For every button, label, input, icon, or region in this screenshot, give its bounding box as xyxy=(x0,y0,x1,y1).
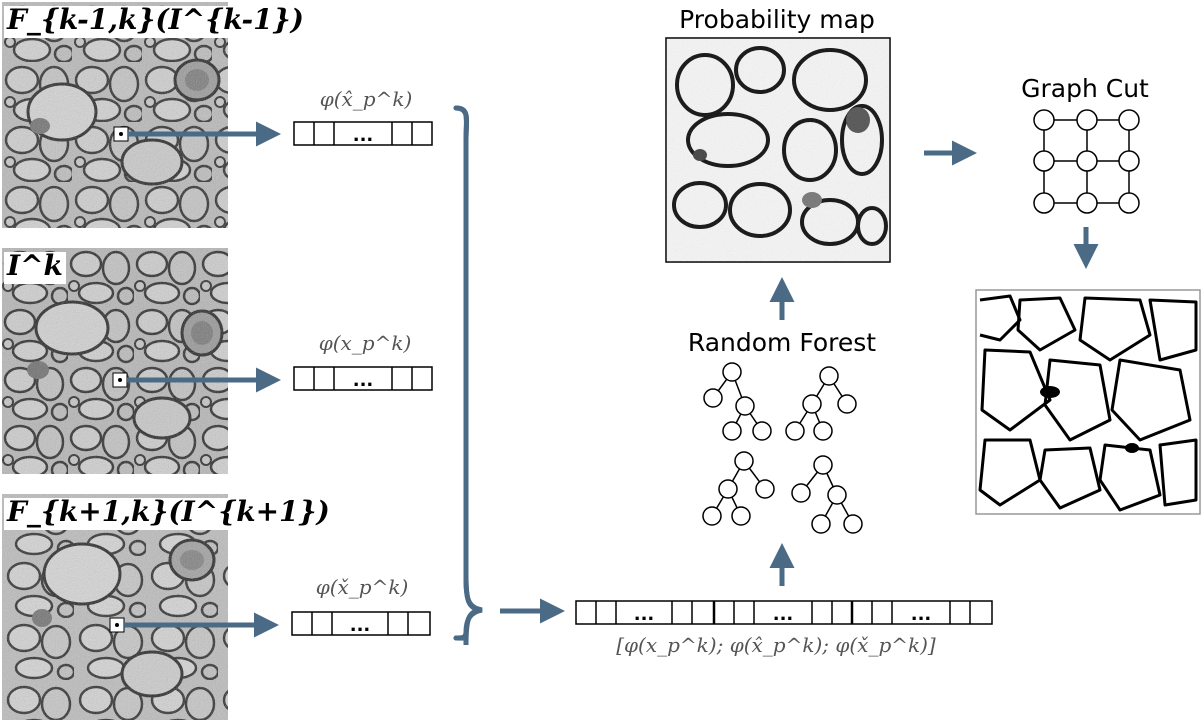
concat-label: [φ(x_p^k); φ(x̂_p^k); φ(x̌_p^k)] xyxy=(616,633,936,657)
brace-outline xyxy=(453,105,483,641)
feature-vector-current: ... xyxy=(293,366,433,391)
em-image-next xyxy=(2,494,228,720)
em-image-prev xyxy=(2,2,228,228)
ellipsis-current: ... xyxy=(353,370,374,391)
feature-label-next: φ(x̌_p^k) xyxy=(316,575,409,599)
ellipsis-next: ... xyxy=(350,615,371,636)
concat-ellipsis-2: ... xyxy=(773,604,794,625)
probability-map-image xyxy=(665,37,891,263)
prev-frame-text: F_{k-1,k}(I^{k-1}) xyxy=(7,3,304,36)
label-current-frame: I^k xyxy=(4,252,66,284)
pixel-dot-next xyxy=(115,623,119,627)
random-forest-trees xyxy=(702,362,863,534)
current-frame-text: I^k xyxy=(7,249,63,282)
label-prev-frame: F_{k-1,k}(I^{k-1}) xyxy=(4,6,307,38)
feature-vector-next: ... xyxy=(291,611,431,636)
concat-ellipsis-3: ... xyxy=(911,604,932,625)
feature-vector-prev: ... xyxy=(293,121,433,146)
probability-map-title: Probability map xyxy=(679,5,875,34)
tree-1 xyxy=(703,362,772,441)
concatenated-feature-vector: ... ... ... xyxy=(575,600,993,625)
em-image-current xyxy=(2,248,228,474)
tree-2 xyxy=(785,366,857,441)
label-next-frame: F_{k+1,k}(I^{k+1}) xyxy=(4,498,333,530)
feature-label-prev: φ(x̂_p^k) xyxy=(320,87,413,111)
next-frame-text: F_{k+1,k}(I^{k+1}) xyxy=(7,495,330,528)
feature-label-current: φ(x_p^k) xyxy=(319,331,412,355)
random-forest-title: Random Forest xyxy=(688,328,876,357)
pixel-dot-current xyxy=(118,378,122,382)
graph-cut-title: Graph Cut xyxy=(1021,74,1149,103)
pixel-dot-prev xyxy=(119,132,123,136)
ellipsis-prev: ... xyxy=(353,125,374,146)
tree-3 xyxy=(702,451,775,526)
graph-cut-grid xyxy=(1033,109,1140,214)
tree-4 xyxy=(791,455,863,534)
segmentation-result-image xyxy=(975,289,1201,515)
concat-ellipsis-1: ... xyxy=(634,604,655,625)
